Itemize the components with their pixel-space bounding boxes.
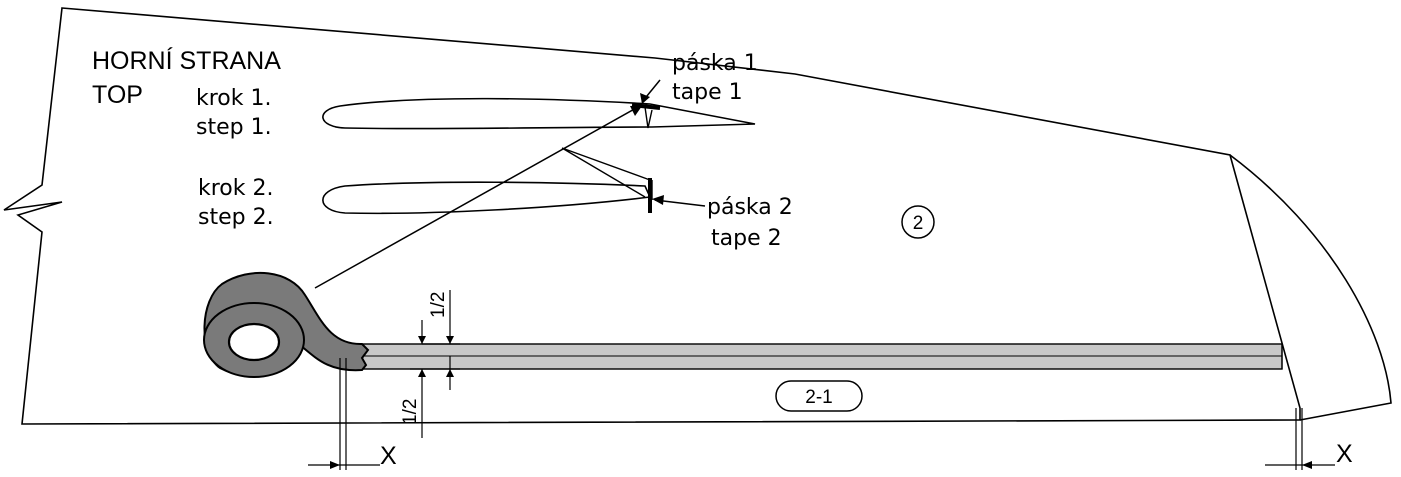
airfoil-step-2 [322,181,652,215]
heading-line-2: TOP [92,81,143,109]
roll-leader [314,106,639,289]
tape-1-en: tape 1 [672,80,743,105]
x-left-arrow [330,461,340,469]
roll-leader-arrowhead [630,106,642,116]
dimension-x-right [1265,408,1335,470]
part-marker-2-1-label: 2-1 [805,387,832,408]
heading-line-1: HORNÍ STRANA [92,46,281,75]
dim-arrow-1 [418,336,426,344]
tape-1-arrowhead [640,93,650,104]
step-1-cz: krok 1. [196,86,272,111]
dim-arrow-4 [446,369,454,377]
tape-2-cz: páska 2 [707,195,793,220]
wing-panel-outline [3,7,1301,425]
part-marker-2-label: 2 [913,213,924,234]
step-1-en: step 1. [196,115,272,140]
airfoil-step-1 [322,97,756,130]
dim-arrow-2 [446,336,454,344]
spoiler-notch-1 [644,106,653,129]
part-marker-2-circle [901,205,935,239]
tape-roll-hole [227,322,281,362]
half-bottom-label: 1/2 [400,399,421,425]
tape-2-en: tape 2 [711,226,782,251]
wingtip-outline [1229,154,1392,421]
x-right-label: X [1336,440,1353,468]
dimension-x-left [308,358,380,470]
part-marker-2-1-box [775,380,863,412]
step-2-cz: krok 2. [198,176,274,201]
x-right-arrow [1302,461,1312,469]
step-2-en: step 2. [198,205,274,230]
dim-arrow-3 [418,369,426,377]
tape-2-arrowhead [652,195,664,205]
tape-1-cz: páska 1 [672,51,758,76]
flap-guide-lines [561,147,653,200]
tape-1-mark [631,103,661,110]
x-left-label: X [380,442,397,470]
half-top-label: 1/2 [428,292,449,318]
